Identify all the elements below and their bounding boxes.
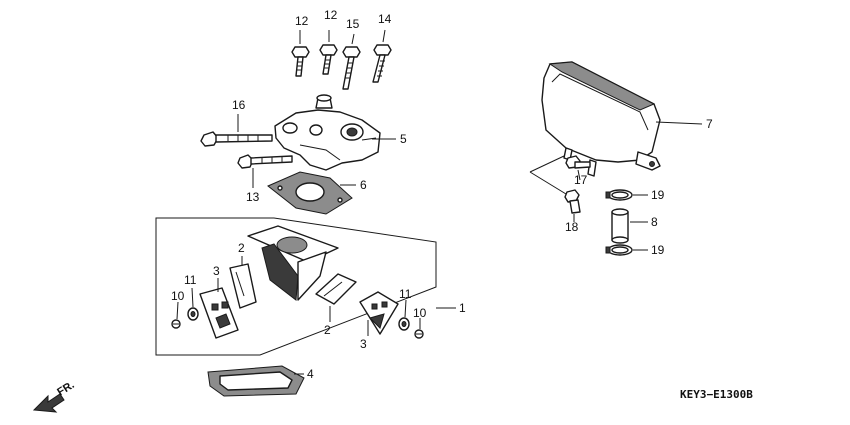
bolt-17[interactable] bbox=[565, 155, 591, 169]
callout-10-left: 10 bbox=[171, 289, 185, 303]
callout-4: 4 bbox=[307, 367, 314, 381]
screw-10-right[interactable] bbox=[414, 329, 424, 339]
bolt-15[interactable] bbox=[342, 46, 361, 90]
callout-14: 14 bbox=[378, 12, 392, 26]
callout-19-upper: 19 bbox=[651, 188, 665, 202]
callout-7: 7 bbox=[706, 117, 713, 131]
callout-11-left: 11 bbox=[184, 273, 197, 287]
front-direction-arrow: FR. bbox=[32, 379, 77, 413]
callout-16: 16 bbox=[232, 98, 246, 112]
callout-2-right: 2 bbox=[324, 323, 331, 337]
callout-3-right: 3 bbox=[360, 337, 367, 351]
callout-17: 17 bbox=[574, 173, 588, 187]
inlet-manifold-5[interactable] bbox=[274, 94, 381, 171]
diagram-code: KEY3−E1300B bbox=[680, 388, 753, 401]
bolt-14[interactable] bbox=[372, 44, 392, 83]
callout-1: 1 bbox=[459, 301, 466, 315]
callout-3-left: 3 bbox=[213, 264, 220, 278]
reed-stopper-3-right[interactable] bbox=[359, 291, 399, 335]
bolt-12-left[interactable] bbox=[291, 46, 310, 77]
washer-11-left[interactable] bbox=[187, 307, 199, 321]
air-chamber-7[interactable] bbox=[541, 61, 661, 177]
callout-11-right: 11 bbox=[399, 287, 412, 301]
gasket-4[interactable] bbox=[207, 365, 305, 397]
callout-15: 15 bbox=[346, 17, 360, 31]
callout-12-right: 12 bbox=[324, 8, 338, 22]
reed-petal-2-right[interactable] bbox=[315, 273, 357, 305]
clamp-19-lower[interactable] bbox=[605, 244, 633, 256]
bolt-12-right[interactable] bbox=[319, 44, 338, 75]
callout-2-left: 2 bbox=[238, 241, 245, 255]
screw-10-left[interactable] bbox=[171, 319, 181, 329]
clamp-19-upper[interactable] bbox=[605, 189, 633, 201]
bolt-16[interactable] bbox=[200, 131, 273, 147]
tube-8[interactable] bbox=[611, 208, 629, 244]
reed-valve-body[interactable] bbox=[247, 225, 339, 301]
callout-6: 6 bbox=[360, 178, 367, 192]
reed-valve-assembly-outline bbox=[155, 217, 437, 356]
washer-11-right[interactable] bbox=[398, 317, 410, 331]
bolt-18[interactable] bbox=[564, 189, 581, 214]
gasket-6[interactable] bbox=[267, 171, 353, 215]
callout-12-left: 12 bbox=[295, 14, 309, 28]
reed-petal-2-left[interactable] bbox=[229, 263, 257, 309]
callout-10-right: 10 bbox=[413, 306, 427, 320]
callout-19-lower: 19 bbox=[651, 243, 665, 257]
reed-stopper-3-left[interactable] bbox=[199, 287, 239, 339]
callout-8: 8 bbox=[651, 215, 658, 229]
callout-5: 5 bbox=[400, 132, 407, 146]
bolt-13[interactable] bbox=[237, 154, 293, 169]
callout-18: 18 bbox=[565, 220, 579, 234]
callout-13: 13 bbox=[246, 190, 260, 204]
